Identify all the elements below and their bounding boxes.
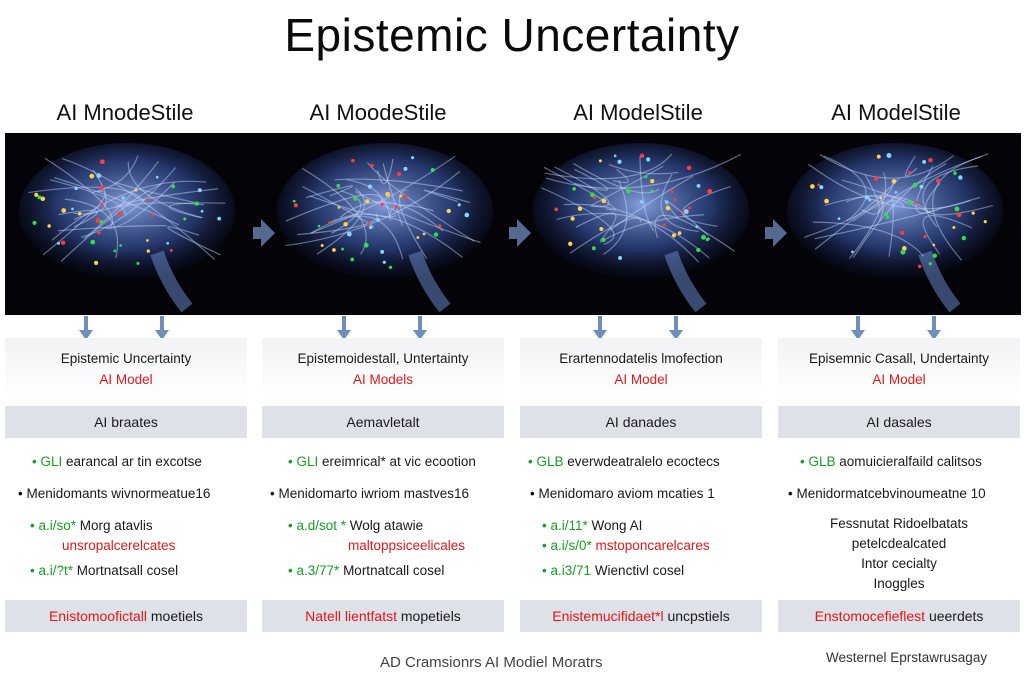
column-4-mid-bar: AI dasales [778, 406, 1020, 438]
column-2-mid-bar: Aemavletalt [262, 406, 504, 438]
column-2-bottom-bar: Natell lientfatst mopetiels [262, 600, 504, 632]
down-arrow-icon [155, 316, 169, 340]
right-arrow-icon [509, 219, 531, 247]
right-arrow-icon [253, 219, 275, 247]
column-1-box-line2: AI Model [99, 372, 153, 387]
down-arrows [79, 316, 941, 340]
down-arrow-icon [79, 316, 93, 340]
column-4-box-line2: AI Model [872, 372, 926, 387]
column-2-item-3-red: maltoppsiceelicales [348, 538, 466, 553]
column-4-center-line-3: Intor cecialty [861, 556, 937, 571]
footer-credit: Westernel Eprstawrusagay [826, 650, 988, 665]
down-arrow-icon [413, 316, 427, 340]
column-3-summary-box: Erartennodatelis lmofection AI Model [520, 338, 762, 398]
column-1-item-2: • Menidomants wivnormeatue16 [18, 486, 211, 501]
column-1-box-line1: Epistemic Uncertainty [60, 351, 192, 366]
column-3-bottom-bar: Enistemucifidaet*l uncpstiels [520, 600, 762, 632]
down-arrow-icon [669, 316, 683, 340]
column-1-item-3-red: unsropalcerelcates [62, 538, 176, 553]
column-3-box-line2: AI Model [614, 372, 668, 387]
column-4-center-line-1: Fessnutat Ridoelbatats [829, 516, 969, 531]
column-4-center-line-2: petelcdealcated [851, 536, 947, 551]
column-2-item-2: • Menidomarto iwriom mastves16 [270, 486, 470, 501]
column-2-summary-box: Epistemoidestall, Untertainty AI Models [262, 338, 504, 398]
column-3-item-5: • a.i3/71 Wienctivl cosel [542, 563, 685, 578]
brain-image-band [5, 133, 1021, 315]
column-4-center-lines: Fessnutat Ridoelbatats petelcdealcated I… [778, 514, 1020, 594]
down-arrow-icon [337, 316, 351, 340]
column-3-box-line1: Erartennodatelis lmofection [559, 351, 723, 366]
brain-icon [19, 143, 235, 313]
column-2-item-3: • a.d/sot * Wolg atawie [288, 518, 424, 533]
column-1-bottom-bar: Enistomoofictall moetiels [5, 600, 247, 632]
column-4-center-line-4: Inoggles [873, 576, 925, 591]
brain-illustrations [19, 143, 1003, 313]
column-2-box-line1: Epistemoidestall, Untertainty [297, 351, 469, 366]
column-1-item-3: • a.i/so* Morg atavlis [30, 518, 153, 533]
column-4-item-2: • Menidormatcebvinoumeatne 10 [788, 486, 986, 501]
column-1-item-4: • a.i/?t* Mortnatsall cosel [30, 563, 179, 578]
column-1-mid-bar: AI braates [5, 406, 247, 438]
page-title: Epistemic Uncertainty [284, 9, 740, 61]
column-4-item-1: • GLB aomuicieralfaild calitsos [800, 454, 982, 469]
column-4-summary-box: Episemnic Casall, Undertainty AI Model [778, 338, 1020, 398]
right-arrow-icon [765, 219, 787, 247]
column-3-item-2: • Menidomaro aviom mcaties 1 [530, 486, 715, 501]
column-heading-1: AI MnodeStile [56, 100, 194, 125]
column-4-box-line1: Episemnic Casall, Undertainty [808, 351, 990, 366]
column-3-item-3: • a.i/11* Wong AI [542, 518, 643, 533]
column-3-mid-bar: AI danades [520, 406, 762, 438]
brain-icon [787, 143, 1003, 313]
column-3-item-1: • GLB everwdeatralelo ecoctecs [528, 454, 720, 469]
column-heading-4: AI ModelStile [831, 100, 961, 125]
down-arrow-icon [851, 316, 865, 340]
down-arrow-icon [593, 316, 607, 340]
column-4-bottom-bar: Enstomocefieflest ueerdets [778, 600, 1020, 632]
brain-icon [277, 143, 493, 313]
column-2-item-4: • a.3/77* Mortnatcall cosel [288, 563, 445, 578]
column-1-summary-box: Epistemic Uncertainty AI Model [5, 338, 247, 398]
footer-caption: AD Cramsionrs AI Modiel Moratrs [380, 654, 603, 671]
column-3-item-4: • a.i/s/0* mstoponcarelcares [542, 538, 710, 553]
column-1-item-1: • GLI earancal ar tin excotse [32, 454, 202, 469]
column-2-box-line2: AI Models [352, 372, 414, 387]
column-2-item-1: • GLI ereimrical* at vic ecootion [288, 454, 476, 469]
brain-icon [533, 143, 749, 313]
column-heading-2: AI MoodeStile [309, 100, 447, 125]
column-heading-3: AI ModelStile [573, 100, 703, 125]
down-arrow-icon [927, 316, 941, 340]
